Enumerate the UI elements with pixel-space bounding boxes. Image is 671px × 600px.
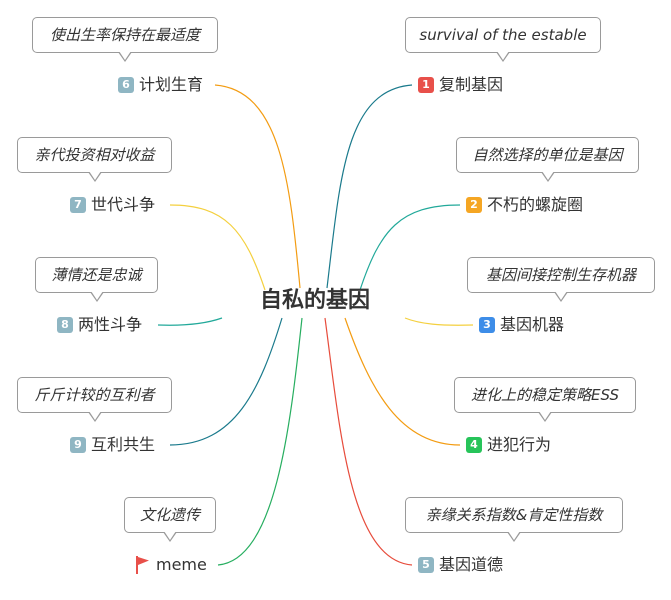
note-2[interactable]: 自然选择的单位是基因 [456, 137, 639, 182]
priority-7-badge: 7 [70, 197, 86, 213]
priority-3-badge: 3 [479, 317, 495, 333]
topic-meme[interactable]: meme [136, 553, 207, 577]
note-5[interactable]: 亲缘关系指数&肯定性指数 [405, 497, 623, 542]
central-topic[interactable]: 自私的基因 [259, 288, 370, 313]
topic-8[interactable]: 8 两性斗争 [57, 313, 142, 337]
connector-right-5 [324, 317, 413, 566]
topic-label: 互利共生 [91, 435, 156, 454]
connector-right-4 [344, 317, 461, 446]
topic-label: 不朽的螺旋圈 [487, 195, 584, 214]
connector-right-2 [359, 204, 461, 291]
note-9[interactable]: 斤斤计较的互利者 [17, 377, 172, 422]
note-1[interactable]: survival of the estable [405, 17, 601, 62]
note-meme[interactable]: 文化遗传 [124, 497, 216, 542]
topic-4[interactable]: 4 进犯行为 [466, 433, 551, 457]
note-3[interactable]: 基因间接控制生存机器 [467, 257, 655, 302]
topic-label: 基因机器 [500, 315, 565, 334]
topic-9[interactable]: 9 互利共生 [70, 433, 155, 457]
connector-left-1 [214, 84, 301, 289]
connector-left-4 [169, 317, 283, 446]
priority-4-badge: 4 [466, 437, 482, 453]
note-6[interactable]: 使出生率保持在最适度 [32, 17, 218, 62]
note-7[interactable]: 亲代投资相对收益 [17, 137, 172, 182]
topic-label: 复制基因 [439, 75, 504, 94]
priority-2-badge: 2 [466, 197, 482, 213]
topic-1[interactable]: 1 复制基因 [418, 73, 503, 97]
topic-label: 计划生育 [139, 75, 204, 94]
topic-2[interactable]: 2 不朽的螺旋圈 [466, 193, 583, 217]
topic-label: 世代斗争 [91, 195, 156, 214]
topic-5[interactable]: 5 基因道德 [418, 553, 503, 577]
topic-7[interactable]: 7 世代斗争 [70, 193, 155, 217]
topic-label: 进犯行为 [487, 435, 552, 454]
connector-left-5 [217, 317, 303, 566]
connector-left-2 [169, 204, 266, 291]
topic-label: 两性斗争 [78, 315, 143, 334]
priority-9-badge: 9 [70, 437, 86, 453]
connector-right-3 [404, 317, 474, 326]
note-8[interactable]: 薄情还是忠诚 [35, 257, 158, 302]
connector-left-3 [157, 317, 223, 326]
topic-label: 基因道德 [439, 555, 504, 574]
priority-5-badge: 5 [418, 557, 434, 573]
priority-1-badge: 1 [418, 77, 434, 93]
topic-label: meme [156, 555, 207, 574]
priority-6-badge: 6 [118, 77, 134, 93]
connector-right-1 [326, 84, 413, 289]
topic-3[interactable]: 3 基因机器 [479, 313, 564, 337]
flag-icon [136, 556, 150, 574]
priority-8-badge: 8 [57, 317, 73, 333]
topic-6[interactable]: 6 计划生育 [118, 73, 203, 97]
note-4[interactable]: 进化上的稳定策略ESS [454, 377, 636, 422]
